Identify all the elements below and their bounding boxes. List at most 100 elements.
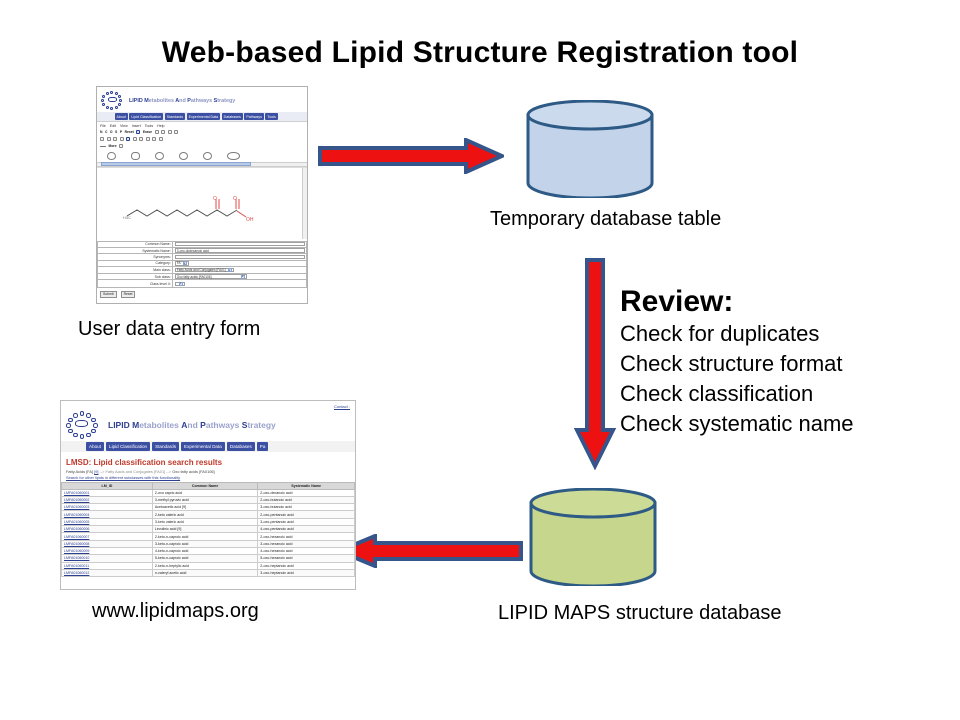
field-row-category[interactable]: Category: FA▾ <box>97 259 307 268</box>
nav-tab-standards[interactable]: Standards <box>152 442 180 451</box>
menu-view[interactable]: View <box>120 123 128 128</box>
more-templates-button[interactable]: More <box>108 144 117 148</box>
atom-p-button[interactable]: P <box>119 130 123 134</box>
undo-icon[interactable] <box>100 137 104 141</box>
field-cell-synonyms[interactable] <box>172 253 307 261</box>
lm-id-link[interactable]: LMFA01060001 <box>64 490 90 495</box>
cell-lm-id[interactable]: LMFA01060004 <box>61 510 153 519</box>
systematic-name-input[interactable]: 3-oxo-dodecanoic acid <box>174 248 305 253</box>
cell-lm-id[interactable]: LMFA01060002 <box>61 495 153 505</box>
nav-tab-tools[interactable]: Tools <box>265 113 278 120</box>
nav-tab-experimental-data[interactable]: Experimental Data <box>186 113 221 120</box>
cell-lm-id[interactable]: LMFA01060012 <box>61 568 153 578</box>
lm-id-link[interactable]: LMFA01060009 <box>64 549 90 554</box>
editor-toolbar-row-1[interactable]: N C O S P Reset Erase <box>100 129 304 136</box>
field-cell-class-level-4[interactable]: ▾ <box>172 279 307 288</box>
zoom-icon[interactable] <box>152 137 156 141</box>
cell-lm-id[interactable]: LMFA01060005 <box>61 517 153 527</box>
category-select[interactable]: FA▾ <box>174 261 189 266</box>
cyclooctane-ring-icon[interactable] <box>203 151 212 160</box>
site-navigation-bar[interactable]: About Lipid Classification Standards Exp… <box>61 441 355 452</box>
charge-icon[interactable] <box>132 137 137 141</box>
editor-vertical-scrollbar[interactable] <box>302 167 307 239</box>
menu-edit[interactable]: Edit <box>109 123 116 128</box>
menu-tools[interactable]: Tools <box>144 123 154 128</box>
cell-lm-id[interactable]: LMFA01060010 <box>61 554 153 563</box>
copy-icon[interactable] <box>119 137 124 141</box>
cyclohexane-ring-icon[interactable] <box>131 151 140 160</box>
cell-lm-id[interactable]: LMFA01060003 <box>61 503 153 512</box>
contact-link[interactable]: Contact : <box>333 404 350 409</box>
common-name-input[interactable] <box>174 242 305 247</box>
field-cell-sub-class[interactable]: Oxo fatty acids [FA0106]▾ <box>172 272 307 281</box>
atom-c-button[interactable]: C <box>104 130 108 134</box>
cyclopentane-ring-icon[interactable] <box>107 151 116 160</box>
chain-icon[interactable] <box>167 130 172 134</box>
menu-help[interactable]: Help <box>157 123 165 128</box>
molecule-editor[interactable]: File Edit View Insert Tools Help N C O S… <box>97 121 307 239</box>
submit-button[interactable]: Submit <box>100 290 117 298</box>
field-row-main-class[interactable]: Main class: Fatty Acids and Conjugates [… <box>97 266 307 274</box>
scrollbar-thumb[interactable] <box>101 162 251 166</box>
reset-tool-button[interactable]: Reset <box>124 130 134 134</box>
nav-tab-lipid-classification[interactable]: Lipid Classification <box>106 442 151 451</box>
registration-field-table[interactable]: Common Name: Systematic Name: 3-oxo-dode… <box>97 240 307 288</box>
nav-tab-standards[interactable]: Standards <box>164 113 186 120</box>
cell-lm-id[interactable]: LMFA01060006 <box>61 525 153 534</box>
atom-o-button[interactable]: O <box>109 130 113 134</box>
cell-lm-id[interactable]: LMFA01060011 <box>61 561 153 570</box>
lm-id-link[interactable]: LMFA01060002 <box>64 498 90 503</box>
search-results-table[interactable]: LM_ID Common Name Systematic Name LMFA01… <box>61 482 355 578</box>
class-level-4-select[interactable]: ▾ <box>174 281 185 287</box>
synonyms-input[interactable] <box>174 254 305 260</box>
field-row-sub-class[interactable]: Sub class: Oxo fatty acids [FA0106]▾ <box>97 272 307 281</box>
chevron-down-icon[interactable]: ▾ <box>178 281 183 286</box>
site-navigation-bar[interactable]: About Lipid Classification Standards Exp… <box>97 112 307 121</box>
nav-tab-about[interactable]: About <box>114 113 128 120</box>
template-icon[interactable] <box>119 144 124 148</box>
clean-icon[interactable] <box>158 137 163 141</box>
nav-tab-databases[interactable]: Databases <box>221 113 243 120</box>
main-class-select[interactable]: Fatty Acids and Conjugates [FA01]▾ <box>174 267 234 273</box>
field-cell-main-class[interactable]: Fatty Acids and Conjugates [FA01]▾ <box>172 266 307 274</box>
lm-id-link[interactable]: LMFA01060010 <box>64 556 90 561</box>
nav-tab-databases[interactable]: Databases <box>226 442 255 451</box>
cut-icon[interactable] <box>113 137 117 141</box>
atom-n-button[interactable]: N <box>100 130 103 134</box>
trash-icon[interactable] <box>154 130 159 134</box>
atom-s-button[interactable]: S <box>115 130 118 134</box>
single-bond-icon[interactable] <box>100 145 106 147</box>
nav-tab-lipid-classification[interactable]: Lipid Classification <box>129 113 164 120</box>
nav-tab-about[interactable]: About <box>86 442 105 451</box>
cycloheptane-ring-icon[interactable] <box>179 151 188 160</box>
lm-id-link[interactable]: LMFA01060011 <box>64 563 90 568</box>
lm-id-link[interactable]: LMFA01060006 <box>64 527 90 532</box>
nav-tab-pathways[interactable]: Pa <box>256 442 269 451</box>
select-tool-icon[interactable] <box>136 130 141 134</box>
lm-id-link[interactable]: LMFA01060004 <box>64 512 90 517</box>
arb-icon[interactable] <box>161 130 166 134</box>
breadcrumb-level-1-count-link[interactable]: [9] <box>94 469 99 474</box>
cell-lm-id[interactable]: LMFA01060007 <box>61 532 153 541</box>
rotate-icon[interactable] <box>145 137 150 141</box>
editor-horizontal-scrollbar[interactable] <box>97 161 307 167</box>
search-other-subclasses-link[interactable]: Search for other lipids in different sub… <box>66 475 181 480</box>
bond-icon[interactable] <box>174 130 179 134</box>
sub-class-select[interactable]: Oxo fatty acids [FA0106]▾ <box>174 274 247 279</box>
draw-bond-icon[interactable] <box>126 137 130 141</box>
erase-tool-button[interactable]: Erase <box>142 130 153 134</box>
search-results-screenshot[interactable]: Contact : LIPID Metabolites And <box>60 400 356 590</box>
ring-template-row[interactable] <box>97 151 307 162</box>
lm-id-link[interactable]: LMFA01060008 <box>64 541 90 546</box>
lm-id-link[interactable]: LMFA01060005 <box>64 519 90 524</box>
editor-menu-bar[interactable]: File Edit View Insert Tools Help <box>97 122 307 128</box>
nav-tab-pathways[interactable]: Pathways <box>244 113 264 120</box>
